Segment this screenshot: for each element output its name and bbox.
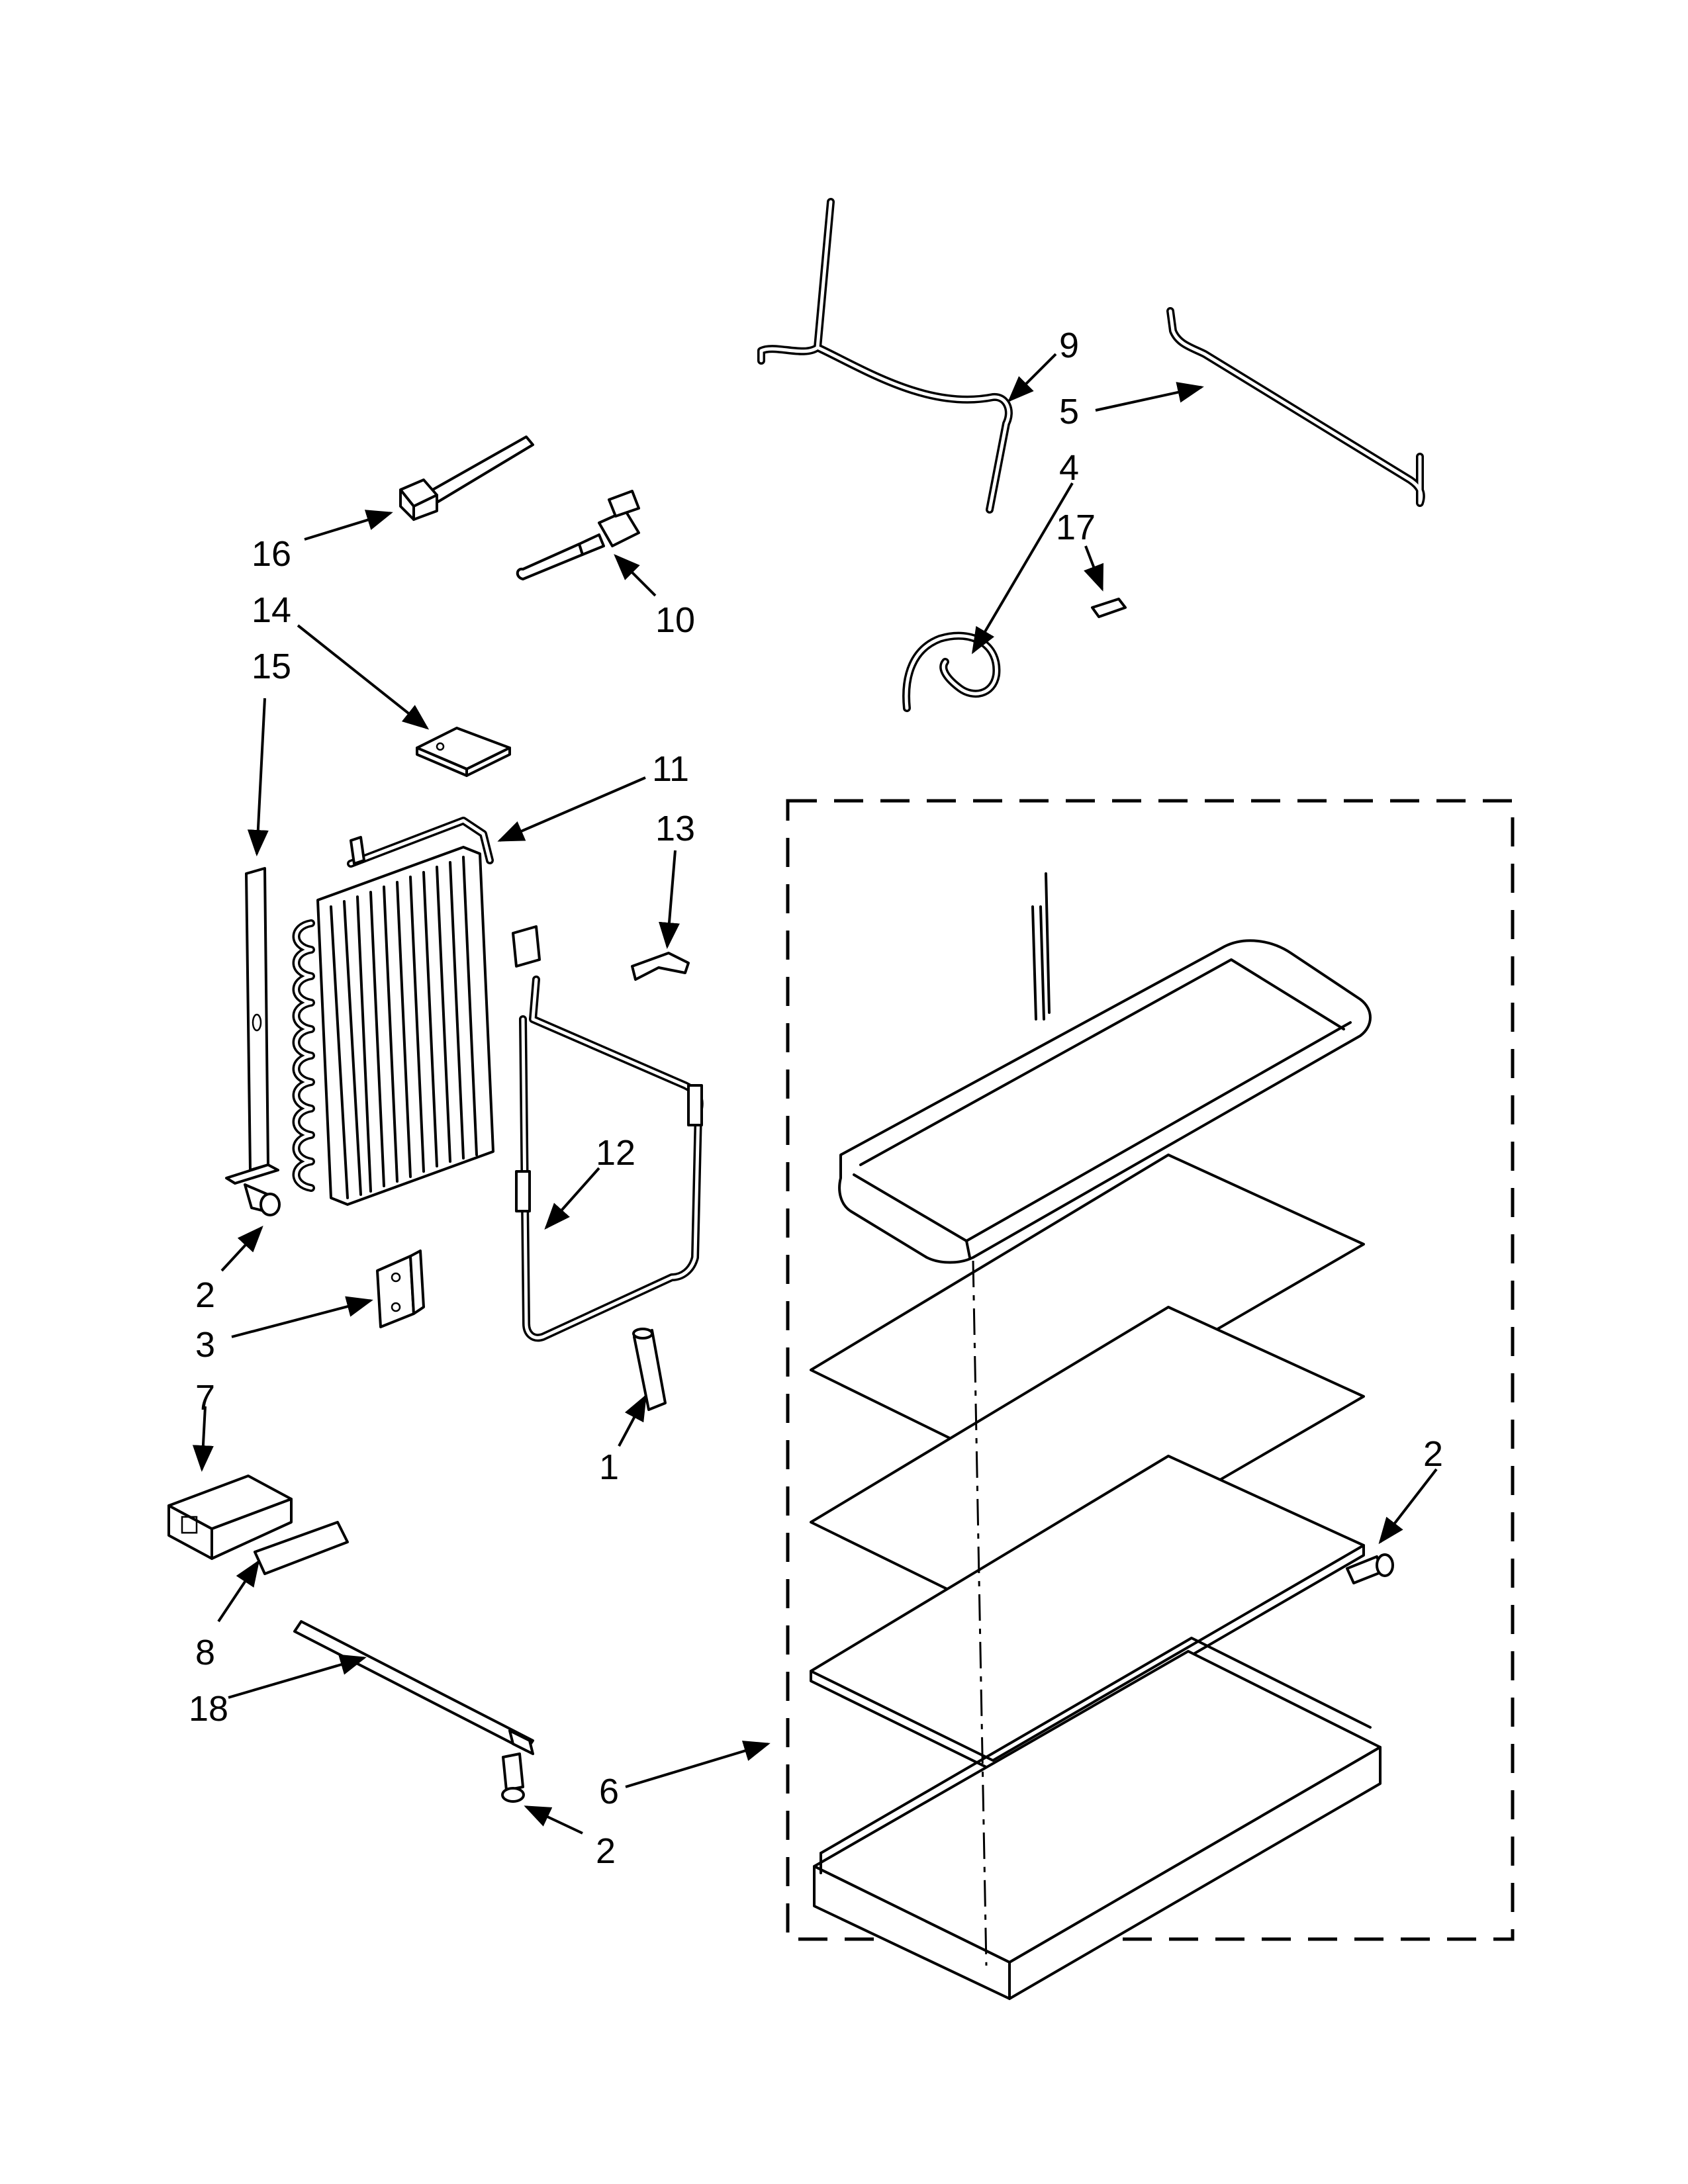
part-10-sensor — [516, 490, 640, 580]
callout-2-left: 2 — [195, 1275, 215, 1315]
arrow-18 — [228, 1654, 367, 1699]
arrow-7 — [192, 1406, 214, 1472]
callout-12: 12 — [596, 1133, 635, 1173]
part-2-screw-right — [1346, 1553, 1394, 1584]
part-18-strip — [293, 1620, 534, 1755]
part-16-cable-tie — [399, 435, 534, 521]
callout-2-right: 2 — [1423, 1434, 1443, 1474]
callout-14: 14 — [252, 590, 291, 630]
part-12-heater — [512, 925, 704, 1342]
callout-3: 3 — [195, 1325, 215, 1365]
part-13-clip — [631, 952, 690, 981]
callout-5: 5 — [1059, 392, 1079, 432]
part-6-assembly — [786, 799, 1515, 2000]
part-3-bracket — [376, 1250, 425, 1328]
part-2-screw-bottom — [501, 1752, 525, 1803]
part-14-plate — [416, 727, 511, 777]
callout-13: 13 — [655, 809, 695, 848]
callout-9: 9 — [1059, 326, 1079, 365]
part-11-evaporator — [292, 817, 494, 1206]
arrow-2a — [220, 1226, 263, 1272]
arrow-10 — [614, 554, 657, 597]
callout-7: 7 — [195, 1378, 215, 1418]
leader-arrows — [192, 353, 1438, 1835]
part-17-clip — [1091, 598, 1127, 618]
callout-2-bottom: 2 — [596, 1831, 616, 1871]
arrow-4 — [971, 482, 1074, 655]
part-15-bracket — [225, 867, 279, 1185]
arrow-1 — [618, 1394, 647, 1447]
part-8-plate — [254, 1521, 349, 1575]
sheet-1 — [810, 1154, 1365, 1461]
sheet-2 — [810, 1306, 1365, 1613]
arrow-15 — [247, 698, 269, 856]
callout-4: 4 — [1059, 448, 1079, 488]
arrow-12 — [544, 1167, 600, 1230]
arrow-5 — [1095, 382, 1204, 412]
arrow-3 — [231, 1296, 373, 1338]
part-4-coil — [902, 631, 1001, 712]
arrow-11 — [497, 776, 646, 842]
arrow-13 — [659, 850, 680, 949]
assembly-frame — [786, 799, 1515, 1941]
callout-8: 8 — [195, 1633, 215, 1672]
part-2-screw-left — [244, 1183, 281, 1216]
callout-11: 11 — [652, 749, 689, 789]
arrow-8 — [217, 1559, 260, 1623]
callout-18: 18 — [189, 1689, 228, 1729]
part-9-tube — [757, 198, 1013, 514]
callout-17: 17 — [1056, 508, 1096, 547]
arrow-2c — [1378, 1468, 1438, 1545]
callout-10: 10 — [655, 600, 695, 640]
callout-15: 15 — [252, 647, 291, 686]
callout-1: 1 — [599, 1447, 619, 1487]
callout-labels: 9 5 4 17 16 10 14 15 11 13 12 2 3 7 1 8 … — [189, 326, 1443, 1871]
part-5-tube — [1166, 307, 1425, 507]
arrow-6 — [625, 1741, 771, 1788]
arrow-17 — [1084, 545, 1104, 592]
arrow-2b — [524, 1805, 583, 1835]
part-1-tube — [632, 1328, 667, 1411]
part-7-box — [167, 1475, 293, 1560]
callout-6: 6 — [599, 1772, 619, 1811]
arrow-9 — [1008, 353, 1057, 402]
arrow-16 — [304, 510, 393, 541]
arrow-14 — [297, 624, 430, 730]
callout-16: 16 — [252, 534, 291, 574]
